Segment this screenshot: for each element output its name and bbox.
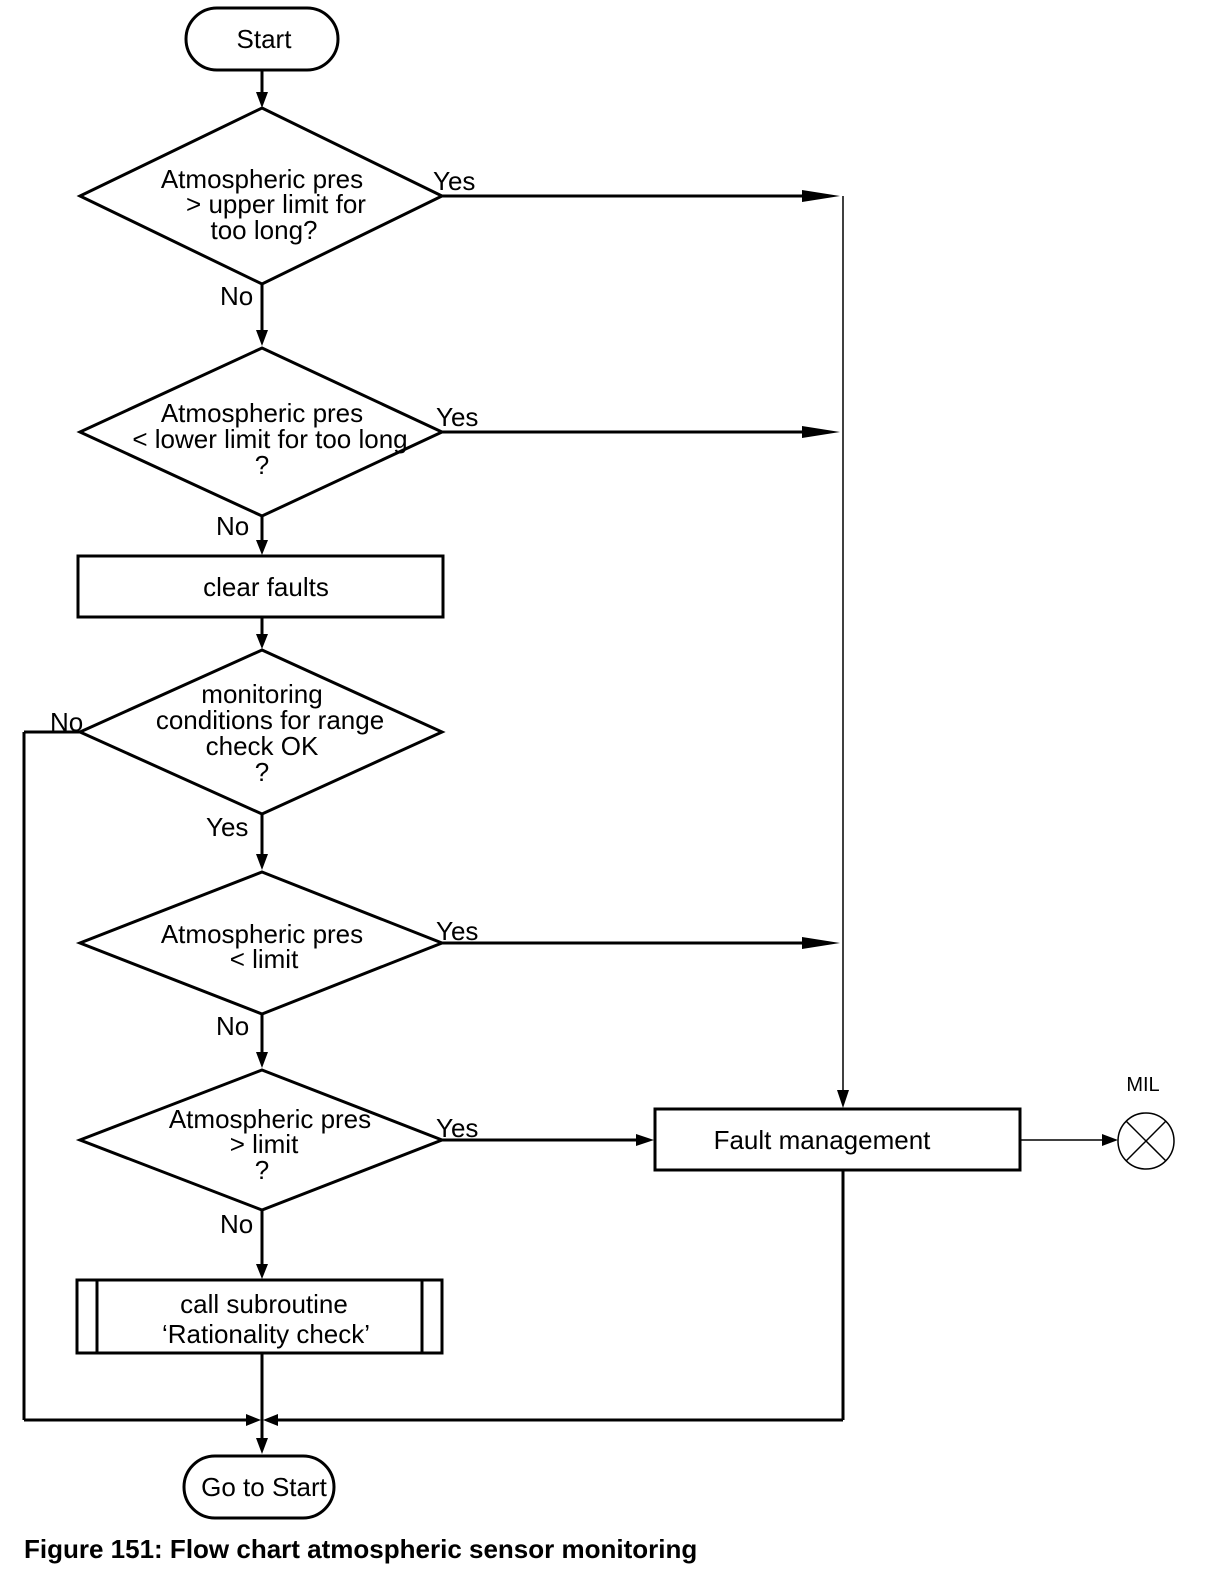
decision-upper-limit-line-2: > upper limit for — [186, 189, 366, 219]
no-label: No — [220, 1209, 253, 1239]
arrowhead — [837, 1090, 849, 1108]
go-to-start-label: Go to Start — [201, 1472, 327, 1502]
arrowhead — [1102, 1134, 1118, 1146]
subroutine-line-1: call subroutine — [180, 1289, 348, 1319]
arrowhead — [256, 540, 268, 555]
arrowhead — [802, 937, 840, 949]
arrowhead — [802, 426, 840, 438]
decision-upper-limit-line-3: too long? — [211, 215, 318, 245]
decision-monitoring-line-3: check OK — [206, 731, 319, 761]
decision-monitoring-line-1: monitoring — [201, 679, 322, 709]
arrowhead — [256, 854, 268, 870]
decision-below-limit-line-2: < limit — [230, 944, 299, 974]
mil-label: MIL — [1126, 1074, 1159, 1096]
subroutine-line-2: ‘Rationality check’ — [162, 1319, 370, 1349]
mil-lamp-icon — [1117, 1112, 1175, 1170]
arrowhead — [256, 1052, 268, 1068]
decision-above-limit-line-3: ? — [255, 1155, 269, 1185]
subroutine-call — [75, 1278, 444, 1355]
no-label: No — [220, 281, 253, 311]
decision-lower-limit-line-2: < lower limit for too long — [132, 424, 407, 454]
yes-label: Yes — [436, 402, 478, 432]
arrowhead — [256, 92, 268, 108]
go-to-start-terminal — [182, 1454, 336, 1520]
arrowhead — [263, 1414, 278, 1426]
decision-below-limit-line-1: Atmospheric pres — [161, 919, 363, 949]
arrowhead — [256, 1438, 268, 1454]
clear-faults-process — [76, 554, 445, 619]
fault-management-label: Fault management — [714, 1125, 932, 1155]
decision-lower-limit-line-1: Atmospheric pres — [161, 398, 363, 428]
clear-faults-label: clear faults — [203, 572, 329, 602]
arrowhead — [246, 1414, 261, 1426]
yes-label: Yes — [436, 916, 478, 946]
decision-upper-limit-line-1: Atmospheric pres — [161, 164, 363, 194]
decision-lower-limit-line-3: ? — [255, 450, 269, 480]
start-label: Start — [237, 24, 293, 54]
figure-caption: Figure 151: Flow chart atmospheric senso… — [24, 1534, 698, 1564]
arrowhead — [802, 190, 840, 202]
arrowhead — [256, 1264, 268, 1279]
no-label: No — [216, 511, 249, 541]
yes-label: Yes — [433, 166, 475, 196]
arrowhead — [636, 1134, 654, 1146]
fault-management-process — [653, 1107, 1022, 1172]
yes-label: Yes — [206, 812, 248, 842]
decision-monitoring-line-2: conditions for range — [156, 705, 384, 735]
yes-label: Yes — [436, 1113, 478, 1143]
no-label: No — [216, 1011, 249, 1041]
arrowhead — [256, 634, 268, 649]
decision-above-limit-line-1: Atmospheric pres — [169, 1104, 371, 1134]
decision-monitoring-line-4: ? — [255, 757, 269, 787]
arrowhead — [256, 330, 268, 346]
decision-above-limit-line-2: > limit — [230, 1129, 299, 1159]
